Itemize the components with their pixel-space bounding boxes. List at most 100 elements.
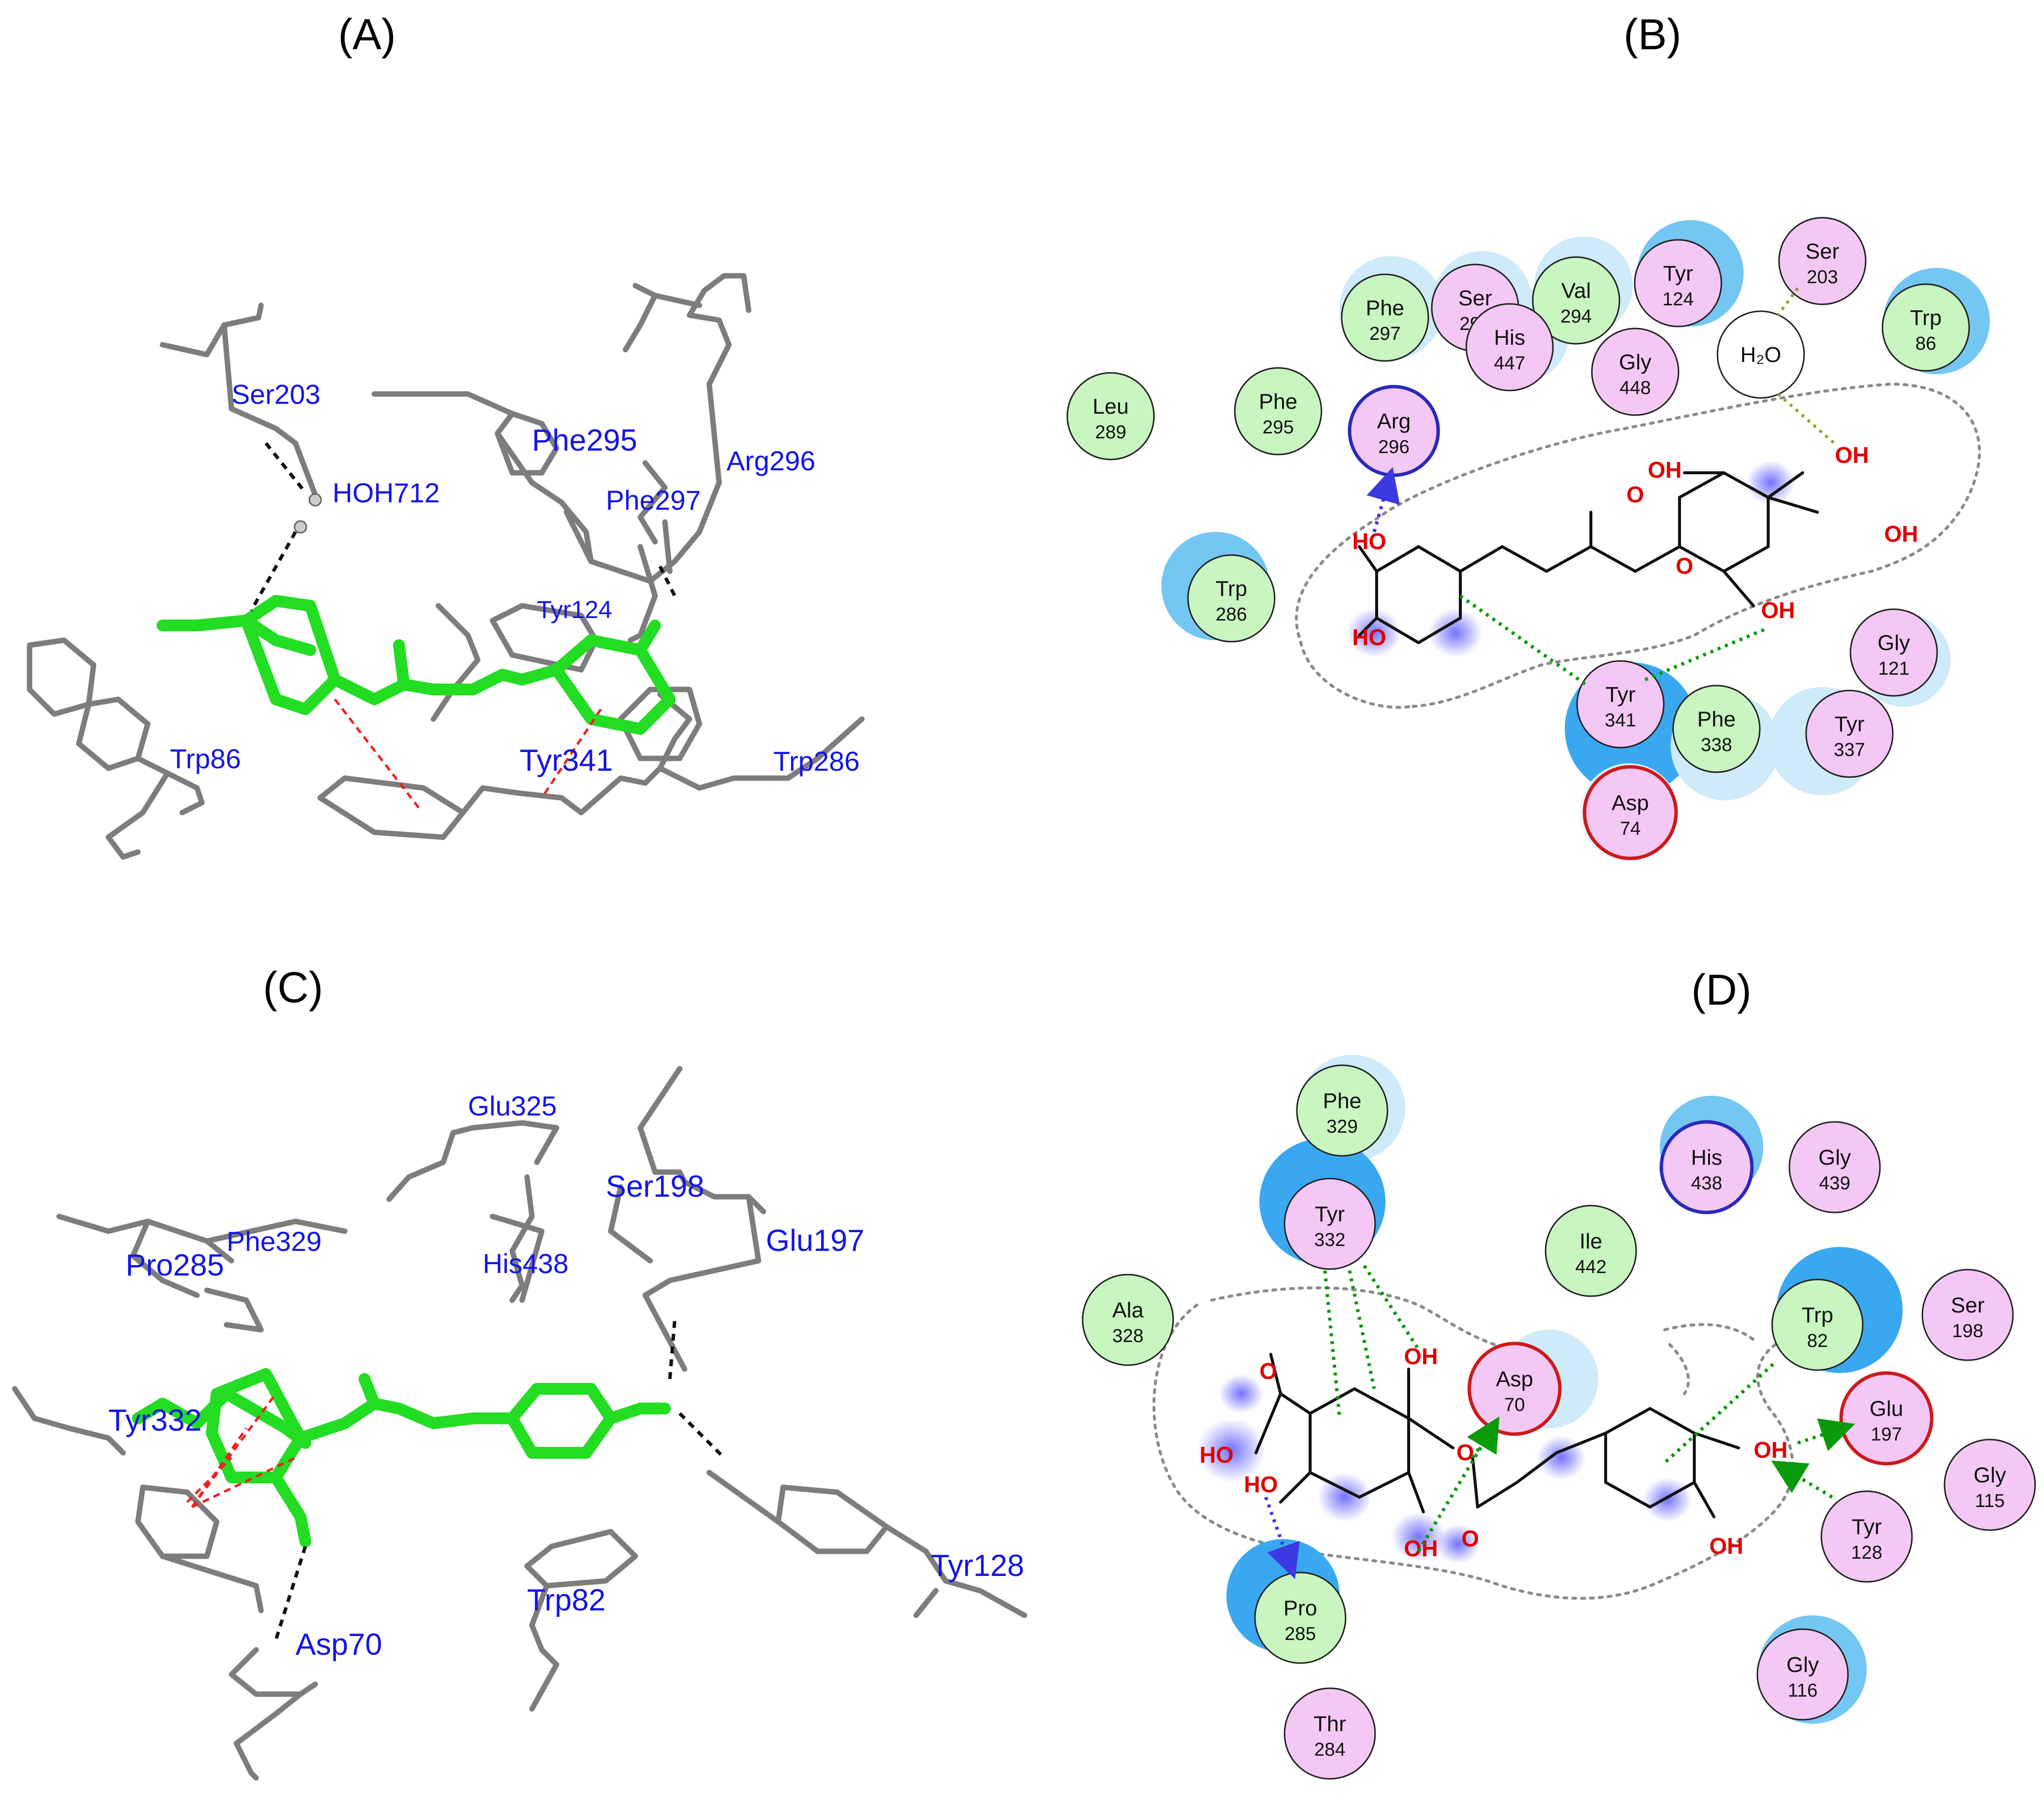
label-tyr332: Tyr332 [108, 1404, 202, 1438]
svg-text:70: 70 [1504, 1395, 1525, 1415]
svg-text:Tyr: Tyr [1315, 1202, 1345, 1226]
svg-text:74: 74 [1620, 819, 1641, 839]
panel-d-ligand: O HO HO OH OH O O OH OH [1197, 1343, 1788, 1564]
panel-a-label: (A) [338, 10, 396, 59]
residue-pro285: Pro285 [1254, 1572, 1347, 1664]
residue-his447: His 447 [1465, 303, 1554, 392]
svg-text:Tyr: Tyr [1605, 683, 1635, 707]
residue-tyr128: Tyr 128 [1820, 1490, 1913, 1583]
label-tyr128: Tyr128 [931, 1549, 1024, 1583]
label-phe297: Phe297 [606, 485, 701, 516]
svg-text:447: 447 [1494, 353, 1525, 374]
label-ser203: Ser203 [231, 379, 321, 410]
svg-text:Gly: Gly [1878, 631, 1910, 655]
svg-text:448: 448 [1619, 378, 1650, 398]
svg-text:328: 328 [1112, 1326, 1143, 1346]
residue-trp286: Trp286 [1187, 554, 1276, 643]
residue-tyr124: Tyr124 [1634, 239, 1722, 328]
atom-o-1: O [1626, 482, 1644, 507]
svg-text:286: 286 [1216, 604, 1247, 625]
panel-b-ligand: HO HO OH OH OH O O OH [1347, 442, 1918, 657]
svg-text:Arg: Arg [1377, 409, 1411, 433]
atom-ho-2: HO [1244, 1472, 1278, 1497]
svg-text:337: 337 [1834, 740, 1865, 760]
atom-oh-4: OH [1710, 1533, 1744, 1559]
svg-text:289: 289 [1095, 422, 1126, 443]
residue-trp82: Trp82 [1771, 1278, 1864, 1371]
svg-text:His: His [1691, 1146, 1722, 1170]
atom-oh-3: OH [1884, 521, 1918, 547]
svg-text:82: 82 [1807, 1331, 1828, 1351]
svg-text:Gly: Gly [1818, 1146, 1851, 1170]
atom-ho-1: HO [1352, 528, 1386, 554]
panel-d-label: (D) [1691, 965, 1751, 1014]
residue-tyr337: Tyr 337 [1805, 689, 1894, 778]
label-asp70: Asp70 [296, 1628, 382, 1662]
label-trp86: Trp86 [170, 743, 241, 774]
svg-text:Phe: Phe [1366, 296, 1404, 320]
panel-c-residue-labels: Glu325 Ser198 Phe329 Pro285 His438 Glu19… [108, 1090, 1024, 1662]
svg-text:295: 295 [1262, 417, 1293, 438]
svg-text:Gly: Gly [1974, 1463, 2006, 1487]
svg-text:128: 128 [1851, 1542, 1882, 1563]
svg-text:Tyr: Tyr [1851, 1515, 1881, 1539]
svg-text:442: 442 [1575, 1257, 1606, 1278]
label-trp82: Trp82 [527, 1583, 606, 1617]
svg-text:329: 329 [1326, 1116, 1357, 1137]
svg-text:Ser: Ser [1458, 286, 1492, 310]
label-arg296: Arg296 [726, 445, 816, 476]
residue-trp86: Trp86 [1881, 283, 1970, 372]
svg-text:Tyr: Tyr [1834, 712, 1864, 736]
svg-text:Glu: Glu [1870, 1397, 1903, 1421]
svg-text:332: 332 [1314, 1230, 1345, 1250]
svg-text:Asp: Asp [1612, 791, 1649, 815]
residue-gly116: Gly 116 [1756, 1628, 1849, 1721]
atom-oh-1: OH [1648, 457, 1682, 483]
svg-text:338: 338 [1701, 735, 1732, 755]
label-phe295: Phe295 [532, 424, 637, 458]
svg-text:116: 116 [1788, 1680, 1818, 1701]
atom-oh-1: OH [1404, 1343, 1438, 1369]
svg-text:438: 438 [1691, 1173, 1722, 1194]
label-hoh712: HOH712 [332, 477, 440, 508]
svg-text:Gly: Gly [1786, 1653, 1819, 1677]
panel-c-ligand [132, 1368, 671, 1547]
atom-ho-1: HO [1200, 1442, 1234, 1468]
panel-c-interactions [186, 1319, 725, 1641]
atom-ho-2: HO [1352, 624, 1386, 650]
svg-text:H₂O: H₂O [1740, 343, 1781, 367]
svg-text:Ser: Ser [1951, 1293, 1984, 1317]
panel-d-pocket-outline [1153, 1286, 1858, 1600]
panel-b-pocket-outline [1295, 382, 1981, 709]
label-pro285: Pro285 [126, 1248, 224, 1282]
atom-oh-3: OH [1754, 1437, 1788, 1463]
svg-text:Val: Val [1561, 279, 1591, 303]
svg-text:Phe: Phe [1259, 390, 1297, 414]
panel-a-protein-sticks [27, 273, 865, 860]
label-his438: His438 [483, 1248, 568, 1279]
atom-oh-2: OH [1835, 442, 1869, 468]
svg-text:197: 197 [1871, 1424, 1902, 1445]
svg-text:Trp: Trp [1910, 306, 1942, 330]
svg-text:His: His [1494, 326, 1525, 350]
panel-c-protein-sticks [12, 1066, 1027, 1781]
svg-text:296: 296 [1378, 437, 1409, 458]
svg-text:121: 121 [1878, 658, 1909, 679]
panel-a-interactions [249, 442, 677, 809]
svg-text:Ser: Ser [1806, 239, 1839, 263]
residue-asp74: Asp 74 [1582, 765, 1678, 860]
panel-c: (C) [12, 963, 1027, 1781]
residue-phe329: Phe329 [1296, 1064, 1388, 1157]
